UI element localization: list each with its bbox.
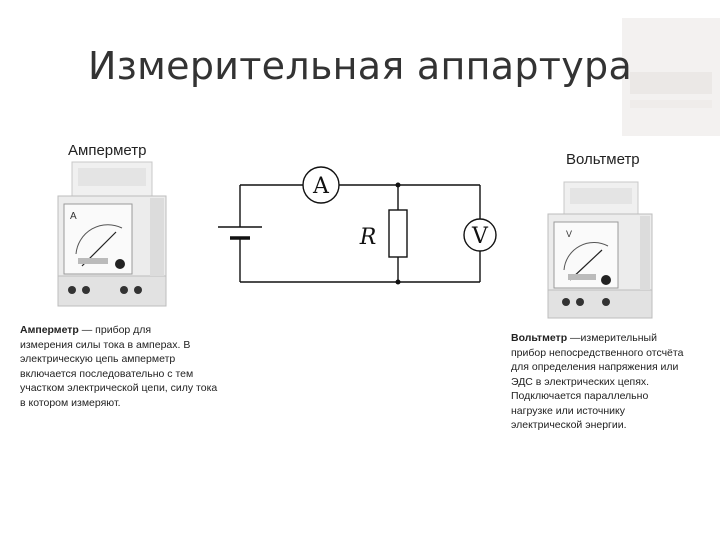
ammeter-desc-line: электрическую цепь амперметр (20, 353, 176, 365)
voltmeter-symbol-circle (463, 218, 497, 252)
voltmeter-desc-line: электрической энергии. (511, 419, 627, 431)
resistor-symbol-letter: R (359, 225, 377, 250)
ammeter-dial-letter: A (70, 211, 77, 222)
ammeter-description: Амперметр — прибор для измерения силы то… (20, 323, 240, 410)
ammeter-desc-line: участком электрической цепи, силу тока (20, 382, 218, 394)
voltmeter-device (547, 181, 653, 319)
voltmeter-dial-letter: V (566, 229, 573, 239)
junction-bottom (395, 279, 401, 285)
voltmeter-desc-line: Подключается параллельно (511, 390, 649, 402)
ammeter-symbol-circle (302, 166, 340, 204)
voltmeter-symbol-letter: V (471, 224, 489, 249)
ammeter-desc-line: измерения силы тока в амперах. В (20, 338, 191, 351)
ammeter-desc-line: включается последовательно с тем (20, 367, 194, 380)
page-title: Измерительная аппартура (87, 44, 633, 88)
resistor (388, 209, 408, 258)
junction-top (395, 182, 401, 188)
ammeter-symbol-letter: A (312, 174, 330, 199)
voltmeter-desc-line: для определения напряжения или (511, 361, 679, 373)
voltmeter-desc-line: нагрузке или источнику (511, 404, 626, 417)
voltmeter-desc-line: —измерительный (567, 332, 657, 344)
ammeter-desc-term: Амперметр (20, 324, 79, 336)
ammeter-desc-line: в котором измеряют. (20, 396, 121, 409)
voltmeter-description: Вольтметр —измерительный прибор непосред… (511, 331, 711, 433)
voltmeter-desc-line: ЭДС в электрических цепях. (511, 375, 650, 388)
brand-logo (622, 18, 720, 136)
voltmeter-label: Вольтметр (566, 151, 640, 168)
voltmeter-desc-line: прибор непосредственного отсчёта (511, 346, 684, 359)
ammeter-label: Амперметр (68, 142, 147, 159)
ammeter-device (57, 161, 167, 307)
voltmeter-desc-term: Вольтметр (511, 332, 568, 344)
ammeter-desc-line: — прибор для (78, 324, 152, 336)
